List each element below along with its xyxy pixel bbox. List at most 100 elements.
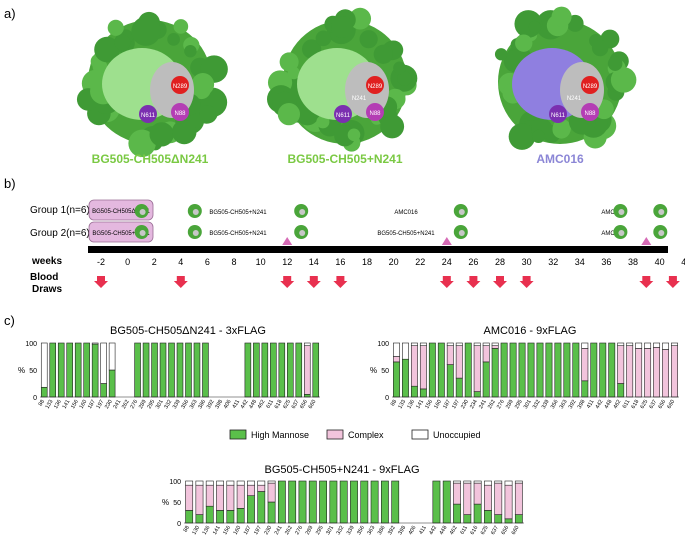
blood-draw-arrow <box>333 276 348 288</box>
trimer-icon <box>294 225 309 239</box>
glycan-label: N241 <box>352 96 367 102</box>
x-tick-label: 660 <box>666 399 676 410</box>
y-tick-label: 0 <box>177 521 181 528</box>
glycan-lobe <box>128 129 156 158</box>
bar-segment <box>644 348 652 398</box>
x-tick-label: 133 <box>397 399 407 410</box>
x-tick-label: 133 <box>45 399 55 410</box>
glycan-site <box>581 103 599 121</box>
week-tick-label: 18 <box>362 257 372 267</box>
legend-label: High Mannose <box>251 430 309 440</box>
bar-segment <box>455 342 463 347</box>
x-tick-label: 241 <box>478 399 488 410</box>
trimer-icon-core <box>458 209 465 215</box>
glycan-lobe <box>397 71 412 86</box>
bar-segment <box>463 482 472 515</box>
bar-segment <box>662 342 669 350</box>
x-tick-label: 406 <box>223 399 233 410</box>
bar-segment <box>581 380 589 398</box>
x-tick-label: 398 <box>577 399 587 410</box>
group2-boost2-label: BG505-CH505+N241 <box>377 231 435 237</box>
x-tick-label: 406 <box>408 525 418 536</box>
x-tick-label: 136 <box>53 399 63 410</box>
bar-segment <box>581 342 589 349</box>
bar-segment <box>635 348 643 398</box>
x-tick-label: 141 <box>62 399 72 410</box>
glycan-site <box>549 105 567 123</box>
trimer-icon <box>294 204 309 218</box>
x-tick-label: 442 <box>428 525 438 536</box>
glycan-lobe <box>287 66 301 80</box>
bar-segment <box>195 484 204 515</box>
group2-label: Group 2(n=6) <box>30 228 90 239</box>
bar-segment <box>295 342 303 398</box>
week-tick-label: 28 <box>495 257 505 267</box>
x-tick-label: 637 <box>291 399 301 410</box>
x-tick-label: 88 <box>183 525 191 533</box>
bar-segment <box>391 480 400 524</box>
trimer-icon-core <box>618 209 625 215</box>
glycan-label: N88 <box>174 111 186 117</box>
glycan-lobe <box>347 128 361 142</box>
x-tick-label: 136 <box>202 525 212 536</box>
bar-segment <box>257 480 266 486</box>
bar-segment <box>662 349 669 398</box>
x-tick-label: 660 <box>308 399 318 410</box>
y-axis-label: % <box>370 366 377 375</box>
glycan-label: N611 <box>551 113 566 119</box>
trimer-icon-core <box>618 230 625 236</box>
x-tick-label: 656 <box>500 525 510 536</box>
bar-segment <box>455 377 463 398</box>
bar-segment <box>644 342 652 349</box>
x-tick-label: 363 <box>559 399 569 410</box>
bar-segment <box>244 342 252 398</box>
x-tick-label: 262 <box>284 525 294 536</box>
bar-segment <box>608 342 616 398</box>
blood-draw-arrow <box>519 276 534 288</box>
glycan-lobe <box>528 20 541 34</box>
bar-segment <box>402 342 409 360</box>
glycan-lobe <box>393 61 406 75</box>
bar-segment <box>473 342 481 347</box>
bar-segment <box>193 342 201 398</box>
structure-label-3: AMC016 <box>536 152 584 166</box>
week-tick-label: 4 <box>178 257 183 267</box>
bar-segment <box>247 484 255 497</box>
bar-segment <box>236 507 245 524</box>
bar-segment <box>473 503 482 524</box>
trimer-icon <box>453 204 468 218</box>
bar-segment <box>491 348 499 398</box>
glycan-lobe <box>173 19 189 34</box>
glycan-label: N611 <box>141 113 156 119</box>
bar-segment <box>590 342 598 398</box>
legend-swatch <box>326 429 344 440</box>
x-tick-label: 386 <box>197 399 207 410</box>
bar-segment <box>142 342 150 398</box>
trimer-icon <box>134 204 149 218</box>
x-tick-label: 332 <box>163 399 173 410</box>
week-tick-label: 22 <box>415 257 425 267</box>
glycan-lobe <box>591 39 609 57</box>
bar-segment <box>518 342 526 398</box>
bar-segment <box>247 480 255 486</box>
blood-draws-label-1: Blood <box>30 272 58 283</box>
bar-segment <box>195 514 204 524</box>
bar-segment <box>671 345 678 398</box>
x-tick-label: 611 <box>622 399 632 410</box>
x-tick-label: 363 <box>367 525 377 536</box>
week-tick-label: 42 <box>681 257 685 267</box>
trimer-icon <box>653 225 668 239</box>
bar-segment <box>527 342 535 398</box>
bar-segment <box>226 484 235 511</box>
glycan-label: N241 <box>567 96 582 102</box>
x-tick-label: 141 <box>415 399 425 410</box>
bar-segment <box>504 480 513 486</box>
trimer-icon <box>187 204 202 218</box>
bar-segment <box>410 385 418 398</box>
y-tick-label: 50 <box>29 368 37 375</box>
bar-segment <box>100 342 107 384</box>
week-tick-label: 14 <box>309 257 319 267</box>
x-tick-label: 392 <box>206 399 216 410</box>
bar-segment <box>267 480 276 484</box>
x-tick-label: 332 <box>336 525 346 536</box>
